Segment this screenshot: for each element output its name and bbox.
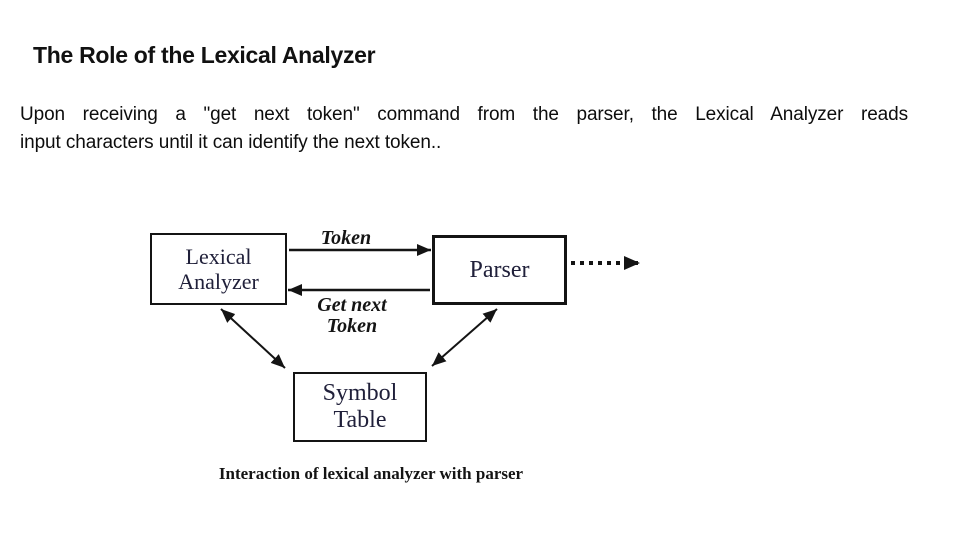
page-title: The Role of the Lexical Analyzer (33, 42, 376, 68)
symbol-table-label-line-1: Symbol (322, 380, 398, 406)
get-next-label-line-1: Get next (317, 294, 387, 316)
body-paragraph-line-1: Upon receiving a "get next token" comman… (20, 104, 908, 125)
lexical-symbol-table-arrow (220, 308, 286, 369)
parser-box: Parser (432, 235, 567, 305)
symbol-table-label-line-2: Table (333, 407, 387, 433)
figure-caption: Interaction of lexical analyzer with par… (218, 464, 524, 483)
parser-label: Parser (469, 256, 530, 283)
get-next-label-line-2: Token (326, 315, 378, 337)
lexical-analyzer-box: Lexical Analyzer (150, 233, 287, 305)
get-next-token-arrow-label: Get next Token (297, 295, 407, 337)
parser-symbol-table-arrow (431, 308, 498, 367)
token-arrow-label: Token (320, 227, 372, 249)
symbol-table-box: Symbol Table (293, 372, 427, 442)
body-paragraph-line-2: input characters until it can identify t… (20, 132, 442, 153)
lexical-analyzer-label-line-1: Lexical (185, 244, 252, 269)
body-paragraph: Upon receiving a "get next token" comman… (20, 101, 908, 157)
lexical-analyzer-label-line-2: Analyzer (178, 269, 259, 294)
